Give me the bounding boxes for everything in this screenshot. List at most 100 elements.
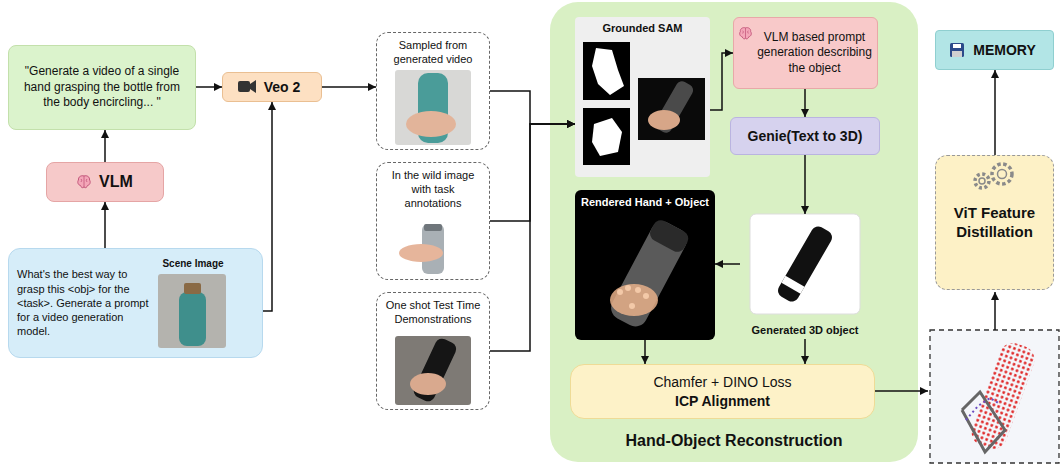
brain-icon: [740, 28, 752, 39]
point-cloud: [930, 330, 1059, 463]
hand: [399, 244, 443, 262]
connector-arrow: [490, 124, 575, 351]
image-frame: [750, 214, 860, 314]
connector-arrow: [104, 130, 106, 162]
mask-shape: [592, 118, 622, 156]
node-label: Grounded SAM: [575, 22, 710, 34]
node-label: ViT Feature Distillation: [936, 204, 1053, 242]
floppy-body: [950, 43, 964, 57]
node-label: Rendered Hand + Object: [575, 196, 715, 208]
hand: [406, 111, 456, 137]
node-label: MEMORY: [973, 42, 1035, 58]
bottle: [412, 336, 459, 403]
connector-arrow: [804, 339, 806, 364]
camera-lens: [250, 80, 256, 93]
floppy-icon: [950, 43, 964, 57]
flow-arrow: [994, 292, 996, 330]
hand-vertex: [643, 293, 649, 299]
node-label: Sampled from generated video: [383, 39, 483, 67]
node-label: Veo 2: [264, 79, 301, 95]
hand: [410, 373, 446, 395]
node-label: In the wild image with task annotations: [383, 169, 483, 210]
bottle: [607, 217, 691, 330]
rendered-hand-object: [607, 217, 691, 330]
hand-vertex: [617, 289, 623, 295]
mask: [583, 108, 630, 165]
process-box: ViT Feature Distillation: [935, 155, 1054, 290]
bottle: [418, 73, 448, 143]
gear: [992, 164, 1012, 184]
hand-vertex: [635, 287, 641, 293]
gear-hub: [998, 170, 1007, 179]
floppy-label: [952, 51, 962, 57]
bottle-cap: [647, 217, 691, 254]
node-label: Generated 3D object: [740, 324, 870, 336]
scene-image: [158, 274, 226, 348]
connector-arrow: [710, 53, 733, 110]
photo-ground: [395, 70, 471, 145]
sam-masks: [583, 42, 705, 165]
mask-shape: [592, 48, 624, 95]
mask: [583, 42, 630, 100]
process-box: Grounded SAM: [575, 17, 710, 177]
gear: [975, 174, 989, 188]
connector-arrow: [715, 263, 740, 265]
model-box: Veo 2: [222, 72, 322, 102]
masked-image: [638, 78, 705, 140]
object-points: [968, 339, 1039, 453]
point-cloud-frame: [930, 330, 1059, 463]
node-label: Chamfer + DINO Loss: [653, 373, 791, 391]
image-box: Generated 3D object: [740, 214, 870, 339]
camera-icon: [238, 80, 256, 93]
sampled-frame: [395, 70, 471, 145]
bottle-band: [781, 276, 804, 294]
bottle: [775, 224, 834, 304]
source-box: Sampled from generated video: [376, 32, 490, 150]
process-box: VLM based prompt generation describing t…: [733, 17, 878, 89]
source-box: One shot Test Time Demonstrations: [376, 292, 490, 410]
photo-ground: [158, 274, 226, 348]
connector-arrow: [994, 70, 996, 155]
node-label: One shot Test Time Demonstrations: [383, 299, 483, 327]
prompt-box: "Generate a video of a single hand grasp…: [8, 45, 196, 130]
process-box: Chamfer + DINO LossICP Alignment: [570, 364, 875, 419]
process-box: Genie(Text to 3D): [730, 117, 880, 155]
image-box: Rendered Hand + Object: [575, 190, 715, 340]
bottle-cap: [424, 224, 442, 231]
connector-arrow: [104, 202, 106, 248]
flow-arrow: [875, 390, 928, 392]
bottle-cap: [184, 283, 201, 294]
storage-box: MEMORY: [935, 30, 1054, 70]
gear-icons: [975, 164, 1012, 188]
source-box: In the wild image with task annotations: [376, 162, 490, 280]
hand-vertex: [625, 285, 631, 291]
model-box: VLM: [46, 162, 164, 202]
hand: [610, 284, 658, 316]
demo-image: [395, 336, 471, 405]
hand-keypoints: [966, 398, 1000, 420]
connector-arrow: [644, 340, 646, 364]
node-label: VLM based prompt generation describing t…: [756, 30, 873, 77]
wild-image: [394, 222, 472, 275]
connector-arrow: [263, 102, 272, 311]
camera-body: [238, 81, 250, 92]
connector-arrow: [322, 86, 376, 88]
connector-arrow: [804, 155, 806, 214]
node-label: "Generate a video of a single hand grasp…: [17, 64, 187, 111]
node-sublabel: Scene Image: [153, 258, 233, 269]
node-label: What's the best way to grasp this <obj> …: [17, 267, 153, 338]
brain-icon: [78, 176, 90, 188]
node-label: Genie(Text to 3D): [748, 128, 863, 144]
floppy-shutter: [953, 44, 961, 48]
connector-arrow: [490, 124, 575, 221]
photo-ground: [394, 222, 472, 275]
gripper: [962, 392, 1005, 452]
generated-object-image: [750, 214, 860, 314]
node-label: VLM: [99, 173, 133, 191]
bottle: [179, 292, 206, 346]
connector-arrow: [196, 86, 222, 88]
connector-arrow: [804, 89, 806, 117]
stage-panel: Hand-Object Reconstruction Grounded SAM VL…: [550, 2, 918, 462]
photo-ground: [395, 336, 471, 405]
node-label: Hand-Object Reconstruction: [550, 432, 918, 450]
